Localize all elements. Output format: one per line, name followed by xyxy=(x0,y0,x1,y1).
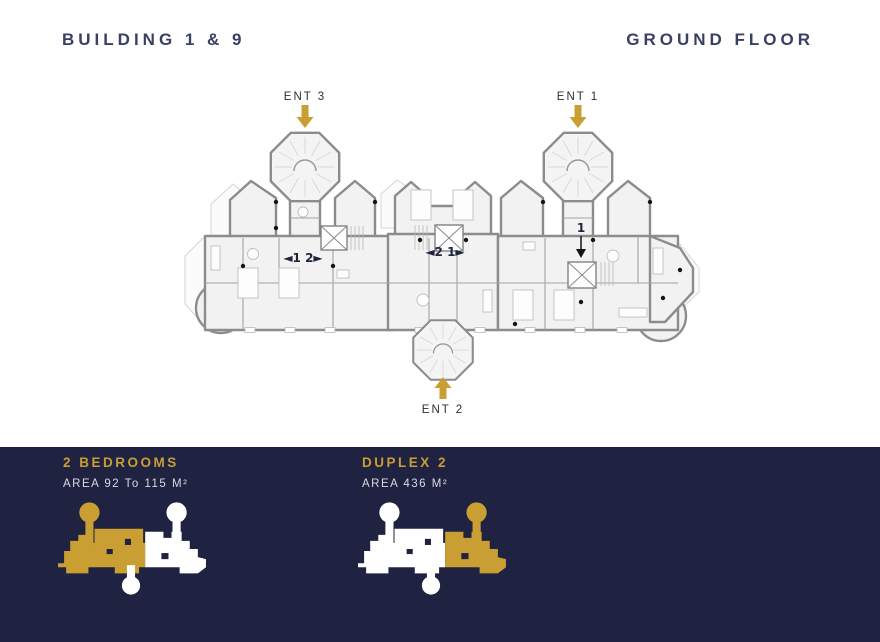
bottom-entrance-tower xyxy=(421,565,441,595)
bottom-entrance-tower xyxy=(121,565,141,595)
unit-label-middle-wing: ◄2 1► xyxy=(425,245,465,259)
legend-title: 2 BEDROOMS xyxy=(63,455,179,470)
elevator-cores xyxy=(320,224,614,289)
stair-tower-ent1 xyxy=(542,131,614,203)
column-dots xyxy=(240,199,683,327)
unit-label-left-wing: ◄1 2► xyxy=(283,251,323,265)
highlighted-right-wing xyxy=(445,502,506,574)
silhouette-detail-notches xyxy=(106,538,169,560)
building-title: BUILDING 1 & 9 xyxy=(62,30,246,49)
legend-area: AREA 436 M² xyxy=(362,478,449,490)
ent1-arrow-icon xyxy=(569,105,587,128)
ent1-label: ENT 1 xyxy=(557,91,599,103)
unit-1-pointer-arrowhead xyxy=(576,249,586,258)
right-wing xyxy=(145,502,206,574)
building-key-plan-2-bedrooms xyxy=(58,502,206,595)
stair-hatches xyxy=(350,225,614,286)
legend-two-bedrooms: 2 BEDROOMS AREA 92 To 115 M² xyxy=(63,455,188,490)
interior-walls xyxy=(205,217,678,330)
stair-tower-ent2 xyxy=(412,319,474,381)
legend-duplex-2: DUPLEX 2 AREA 436 M² xyxy=(362,455,448,490)
unit-label-right-wing: 1 xyxy=(577,221,585,235)
ent3-label: ENT 3 xyxy=(284,91,326,103)
building-key-plan-duplex-2 xyxy=(358,502,506,595)
ent2-arrow-icon xyxy=(434,377,452,399)
legend-area: AREA 92 To 115 M² xyxy=(63,478,189,490)
highlighted-left-wing xyxy=(58,502,146,574)
silhouette-detail-notches xyxy=(406,538,469,560)
left-wing xyxy=(358,502,446,574)
stair-tower-ent3 xyxy=(269,131,341,203)
floor-title: GROUND FLOOR xyxy=(626,30,814,49)
floor-plan: ◄1 2► ◄2 1► 1 ENT 3 ENT 1 ENT 2 xyxy=(184,91,700,416)
ent2-label: ENT 2 xyxy=(422,404,464,416)
legend-title: DUPLEX 2 xyxy=(362,455,449,470)
ent3-arrow-icon xyxy=(296,105,314,128)
legend-panel: 2 BEDROOMS AREA 92 To 115 M² DUPLEX 2 AR… xyxy=(0,447,880,642)
building-footprint xyxy=(194,179,695,343)
window-sills xyxy=(244,327,628,333)
furniture xyxy=(210,189,664,321)
